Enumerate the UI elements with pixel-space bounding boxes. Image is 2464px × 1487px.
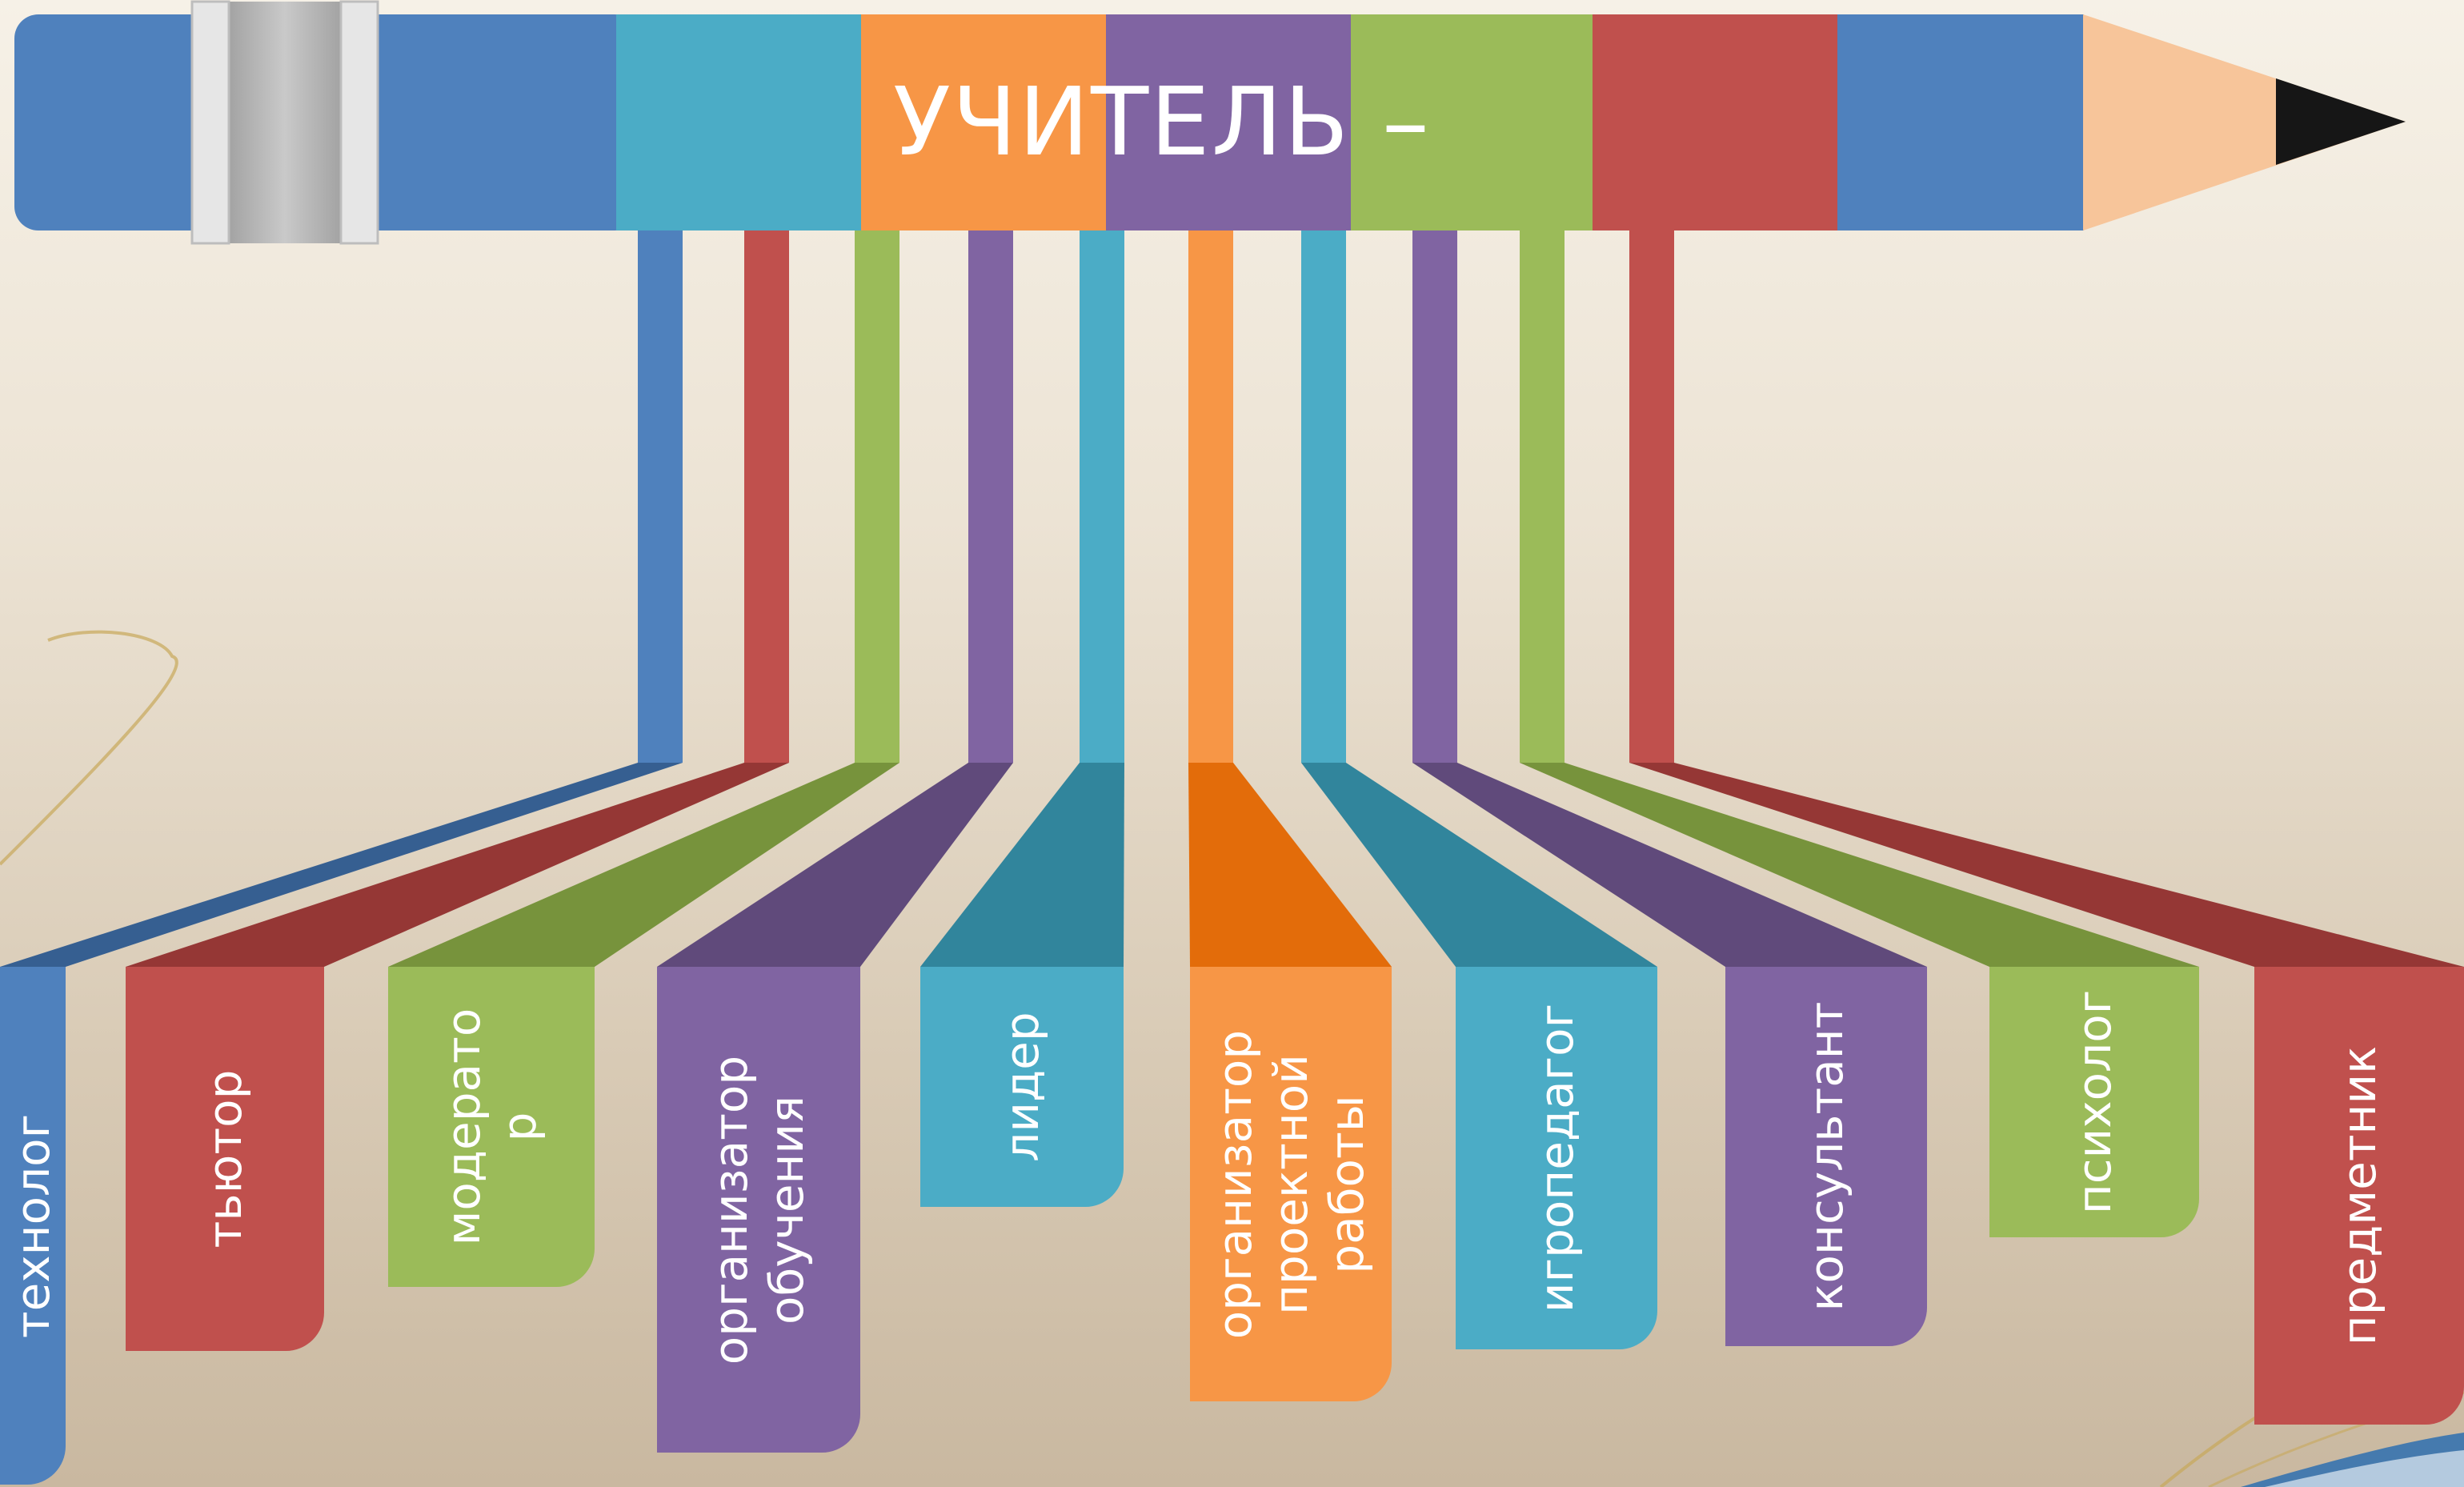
pencil-band-blue (1837, 14, 2084, 230)
pencil (14, 0, 2406, 245)
role-card-psiholog: психолог (1989, 967, 2199, 1237)
branch-stem-tehnolog (638, 230, 683, 763)
branch-connector-moderator (388, 763, 899, 967)
role-card-label-line: психолог (2067, 989, 2121, 1215)
role-card-label: психолог (2066, 990, 2122, 1214)
pencil-band-purple (1106, 14, 1351, 230)
role-card-label: предметник (2331, 1046, 2387, 1345)
role-card-label-line: р (492, 1112, 547, 1142)
branch-stem-predmetnik (1629, 230, 1674, 763)
role-card-label-line: модерато (436, 1008, 491, 1246)
branch-stem-konsultant (1412, 230, 1457, 763)
role-card-label-line: обучения (759, 1095, 814, 1325)
role-card-label-line: работы (1320, 1094, 1374, 1274)
role-card-label-line: предметник (2332, 1045, 2386, 1346)
branch-connector-organizator-obucheniya (657, 763, 1013, 967)
role-card-label: игропедагог (1528, 1004, 1585, 1313)
pencil-ferrule-ring-right (339, 0, 379, 245)
role-card-label-line: технолог (6, 1113, 60, 1338)
decorative-swoosh-light (2265, 1450, 2464, 1487)
branch-stem-organizator-obucheniya (968, 230, 1013, 763)
role-card-label: лидер (994, 1012, 1050, 1161)
role-card-label: технолог (5, 1113, 61, 1337)
pencil-band-red (1593, 14, 1837, 230)
role-card-label-line: игропедагог (1529, 1003, 1584, 1313)
role-card-igropedagog: игропедагог (1456, 967, 1657, 1349)
branch-connector-igropedagog (1301, 763, 1657, 967)
branch-stem-organizator-proektnoy (1188, 230, 1233, 763)
role-card-label-line: консультант (1799, 1001, 1853, 1312)
role-card-predmetnik: предметник (2254, 967, 2464, 1425)
branch-stem-igropedagog (1301, 230, 1346, 763)
role-card-konsultant: консультант (1725, 967, 1927, 1346)
pencil-ferrule-ring-left (190, 0, 230, 245)
pencil-lead-tip (2276, 78, 2406, 165)
role-card-label-line: лидер (995, 1012, 1049, 1162)
branch-connector-lider (920, 763, 1124, 967)
pencil-band-teal (616, 14, 861, 230)
branch-stem-moderator (855, 230, 899, 763)
branch-connector-konsultant (1412, 763, 1927, 967)
pencil-wood-tip (2083, 14, 2406, 230)
branch-stem-lider (1080, 230, 1124, 763)
role-card-tyutor: тьютор (126, 967, 324, 1351)
decorative-curve-left (0, 630, 178, 866)
pencil-band-orange (861, 14, 1106, 230)
branch-connector-psiholog (1520, 763, 2199, 967)
role-card-label-line: организатор (703, 1055, 758, 1365)
role-card-label: тьютор (197, 1070, 253, 1249)
branch-connector-tehnolog (0, 763, 683, 967)
role-card-label: консультант (1798, 1002, 1854, 1312)
branch-stem-psiholog (1520, 230, 1565, 763)
branches (0, 230, 2464, 967)
branch-connector-organizator-proektnoy (1188, 763, 1392, 967)
branch-stem-tyutor (744, 230, 789, 763)
role-card-label-line: проектной (1264, 1053, 1318, 1315)
role-card-label-line: тьютор (198, 1069, 252, 1249)
pencil-band-green (1351, 14, 1596, 230)
diagram-title: УЧИТЕЛЬ – (893, 66, 1431, 177)
role-card-label-line: организатор (1208, 1029, 1262, 1339)
role-card-lider: лидер (920, 967, 1124, 1207)
branch-connector-predmetnik (1629, 763, 2464, 967)
role-card-tehnolog: технолог (0, 967, 66, 1485)
branch-connector-tyutor (126, 763, 789, 967)
